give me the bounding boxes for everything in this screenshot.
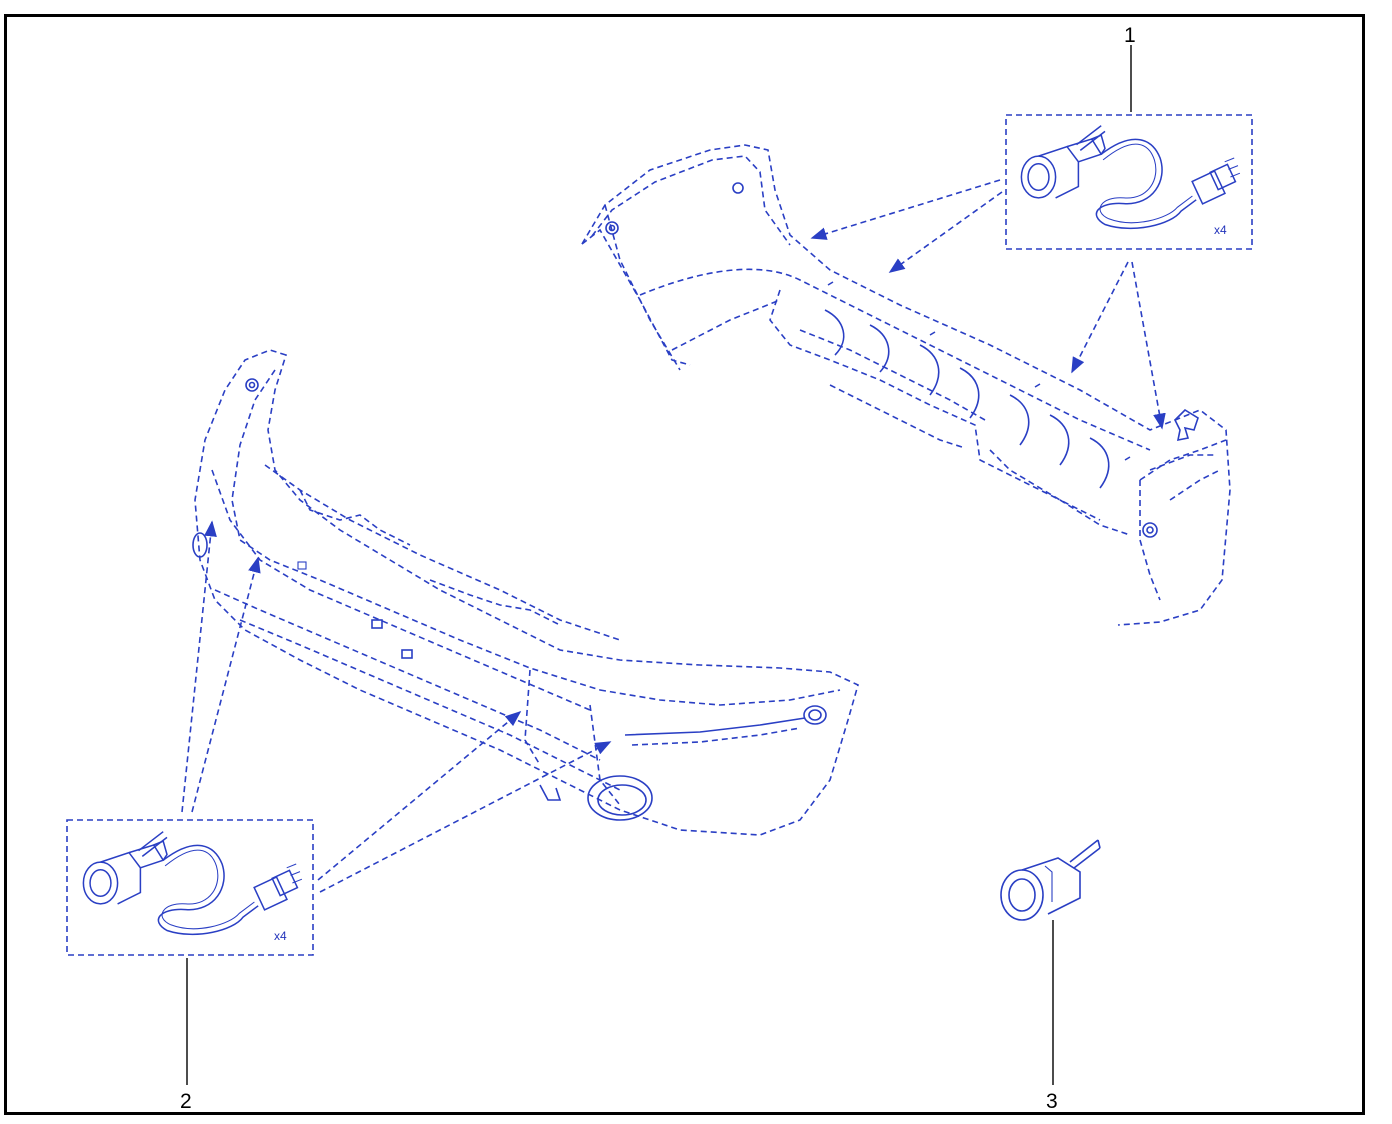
callout-3: 3 bbox=[1046, 1090, 1058, 1113]
callout-1: 1 bbox=[1124, 24, 1136, 47]
sensor-kit-1: x4 bbox=[1005, 114, 1253, 250]
callout-2: 2 bbox=[180, 1090, 192, 1113]
sensor-part-3 bbox=[1000, 839, 1101, 921]
sensor-kit-2: x4 bbox=[66, 819, 314, 956]
rear-bumper bbox=[581, 144, 1231, 626]
kit-2-quantity: x4 bbox=[274, 929, 287, 943]
kit-1-quantity: x4 bbox=[1214, 223, 1227, 237]
diagram-frame bbox=[4, 14, 1365, 1115]
kit-2-arrows bbox=[181, 520, 612, 893]
front-bumper bbox=[192, 349, 859, 836]
kit-1-arrows bbox=[810, 179, 1166, 430]
